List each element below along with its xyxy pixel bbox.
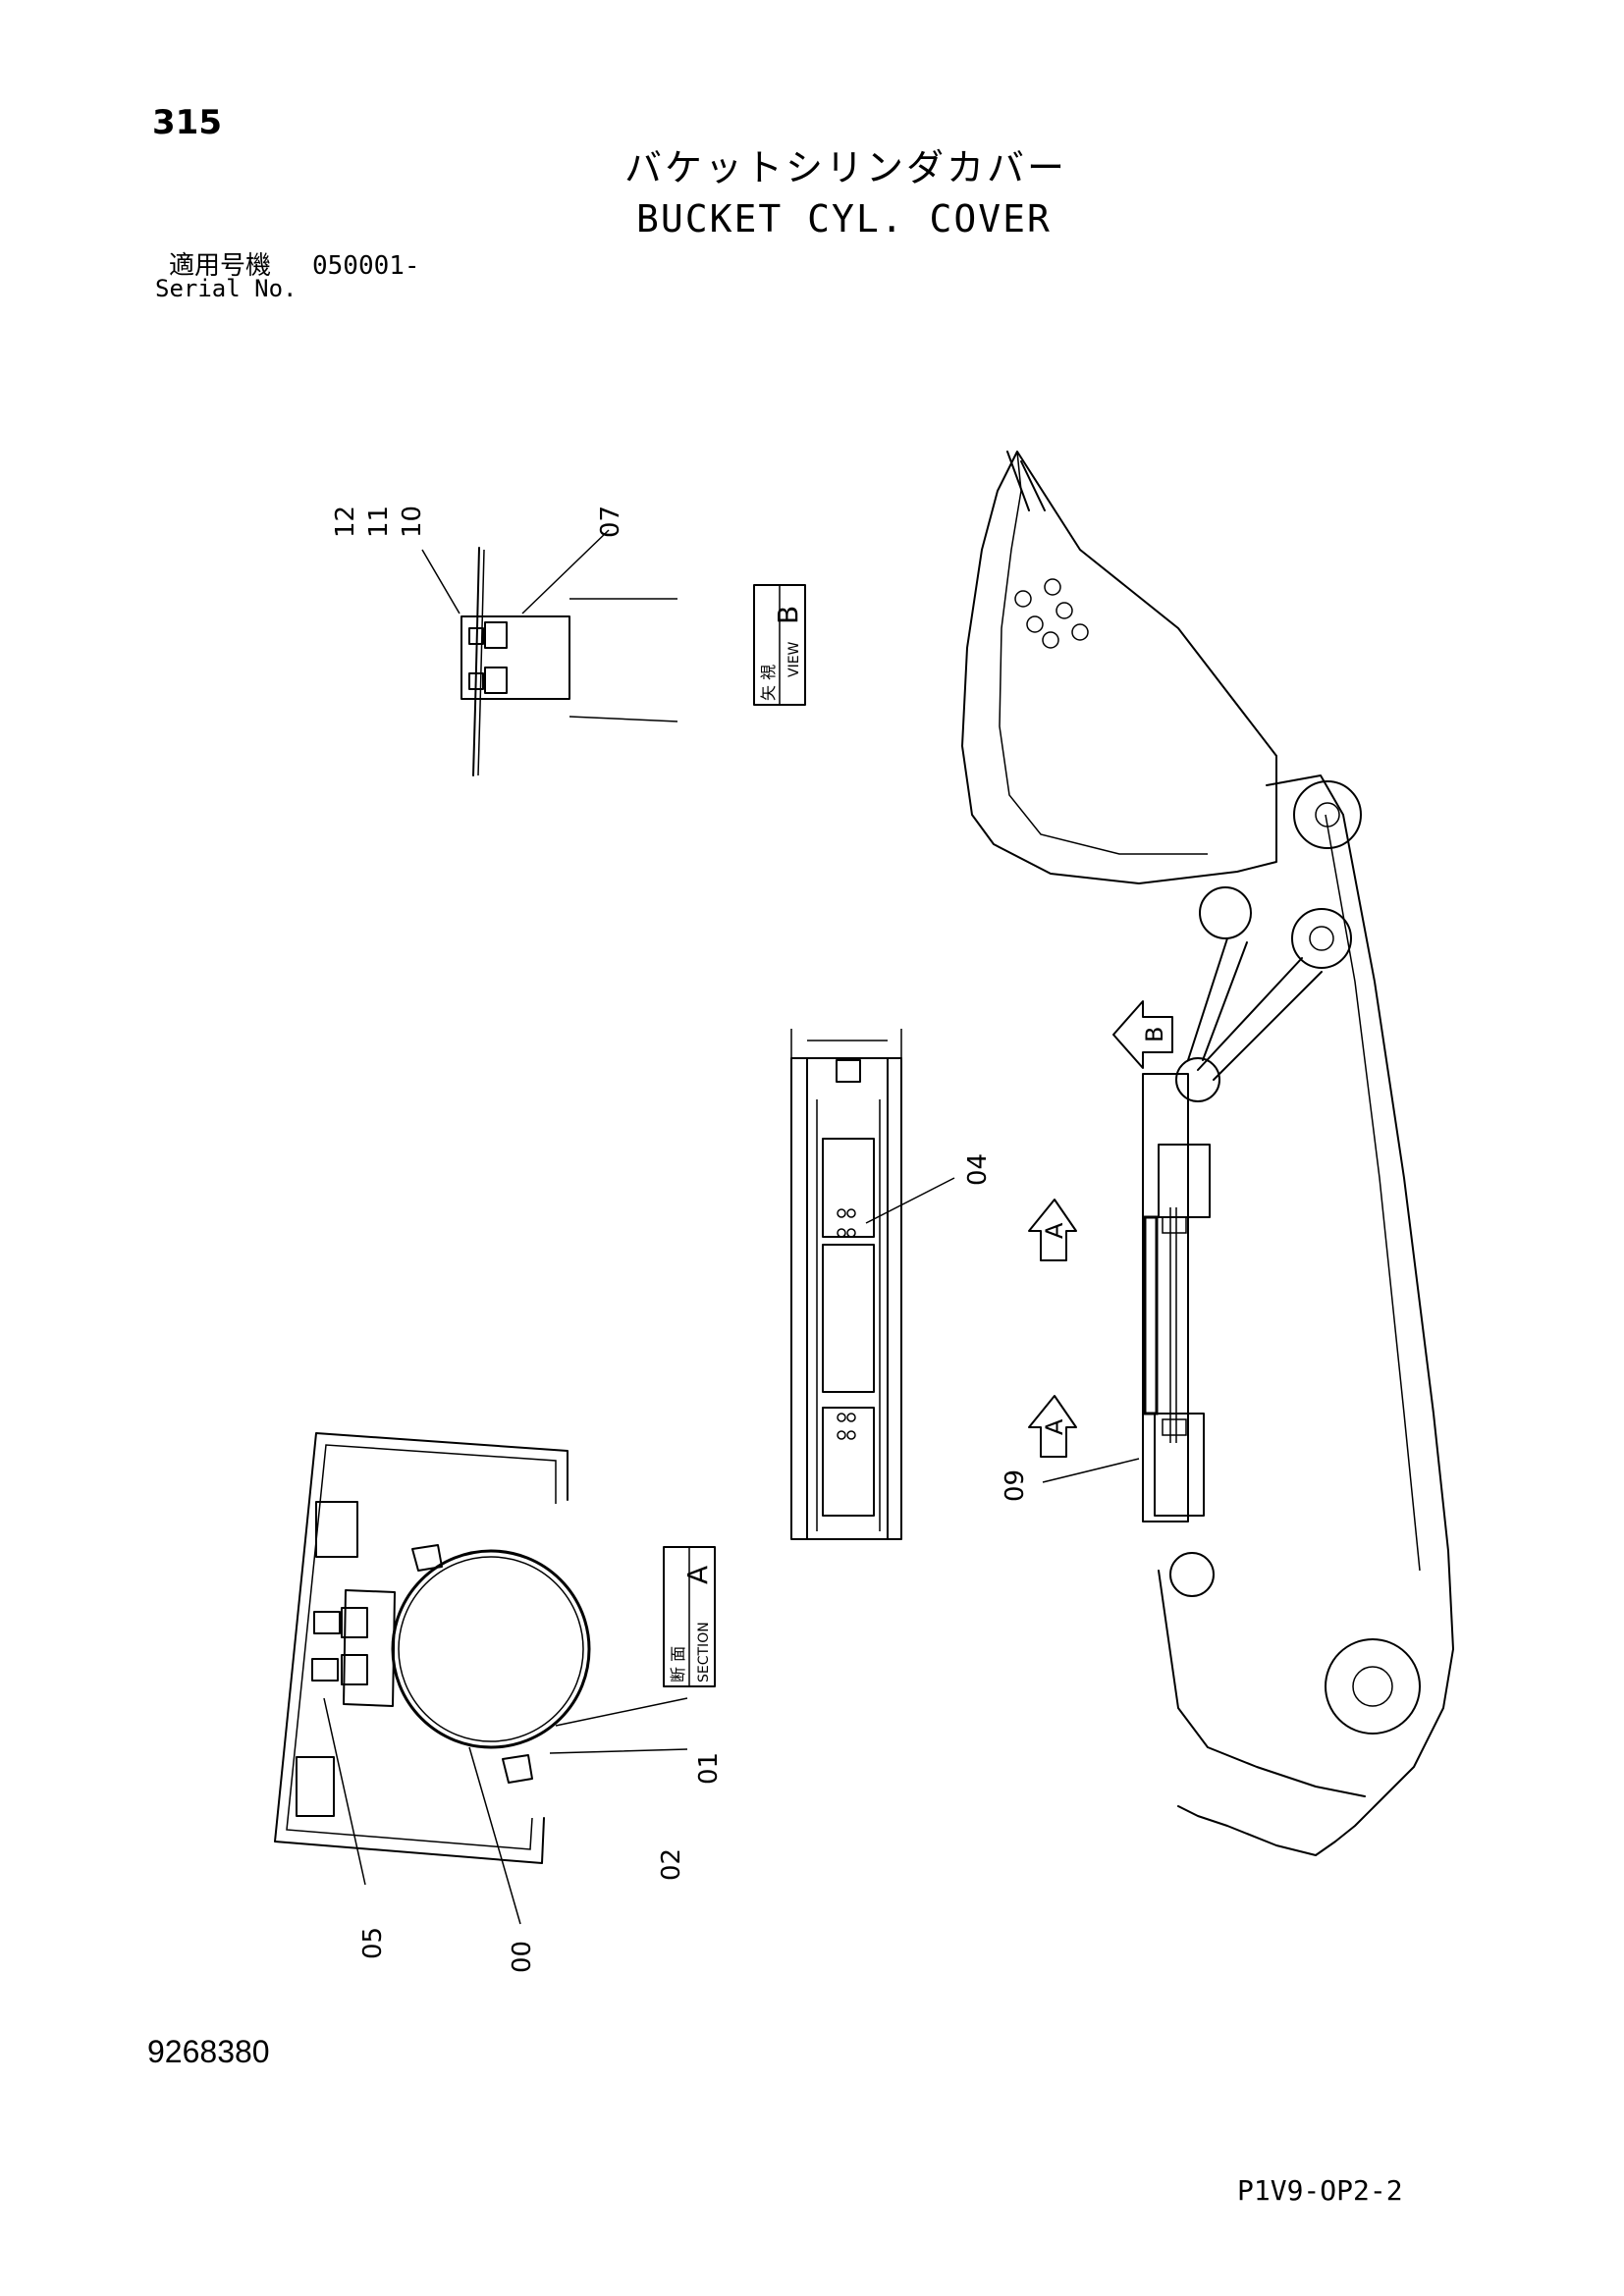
view-tag-letter: B bbox=[772, 606, 804, 624]
view-b-arrow: B bbox=[1112, 1000, 1173, 1069]
serial-label-english: Serial No. bbox=[155, 275, 298, 302]
view-tag-english: VIEW bbox=[786, 641, 802, 677]
cover-detail bbox=[790, 1029, 955, 1540]
callout-12: 12 bbox=[331, 506, 360, 538]
section-a-arrow-lower: A bbox=[1028, 1395, 1077, 1458]
document-code: 9268380 bbox=[147, 2034, 270, 2069]
title-english: BUCKET CYL. COVER bbox=[636, 197, 1052, 240]
serial-label-japanese: 適用号機 bbox=[169, 251, 272, 281]
section-a-tag: 断 面 SECTION A bbox=[663, 1546, 716, 1687]
callout-04: 04 bbox=[963, 1153, 993, 1186]
serial-value: 050001- bbox=[312, 251, 420, 281]
callout-11: 11 bbox=[364, 506, 394, 538]
sheet-code: P1V9-OP2-2 bbox=[1237, 2174, 1403, 2207]
arrow-b-letter: B bbox=[1141, 1027, 1168, 1042]
section-tag-letter: A bbox=[681, 1566, 714, 1584]
view-tag-japanese: 矢 視 bbox=[759, 665, 778, 701]
arrow-a2-letter: A bbox=[1041, 1418, 1068, 1435]
view-b-tag: 矢 視 VIEW B bbox=[753, 584, 806, 706]
page-number: 315 bbox=[152, 103, 222, 142]
arrow-a1-letter: A bbox=[1041, 1222, 1068, 1239]
callout-10: 10 bbox=[398, 506, 427, 538]
title-japanese: バケットシリンダカバー bbox=[624, 146, 1068, 189]
section-a-arrow-upper: A bbox=[1028, 1199, 1077, 1261]
section-tag-japanese: 断 面 bbox=[669, 1646, 687, 1682]
section-a-detail bbox=[274, 1432, 688, 1925]
callout-07: 07 bbox=[596, 506, 625, 538]
callout-09: 09 bbox=[1001, 1469, 1030, 1502]
callout-02: 02 bbox=[657, 1848, 686, 1881]
section-tag-english: SECTION bbox=[696, 1622, 712, 1682]
callout-01: 01 bbox=[694, 1752, 724, 1785]
callout-05: 05 bbox=[358, 1927, 388, 1959]
callout-00: 00 bbox=[508, 1941, 537, 1973]
arm-bucket-overview bbox=[961, 451, 1454, 1856]
view-b-detail bbox=[421, 529, 678, 776]
